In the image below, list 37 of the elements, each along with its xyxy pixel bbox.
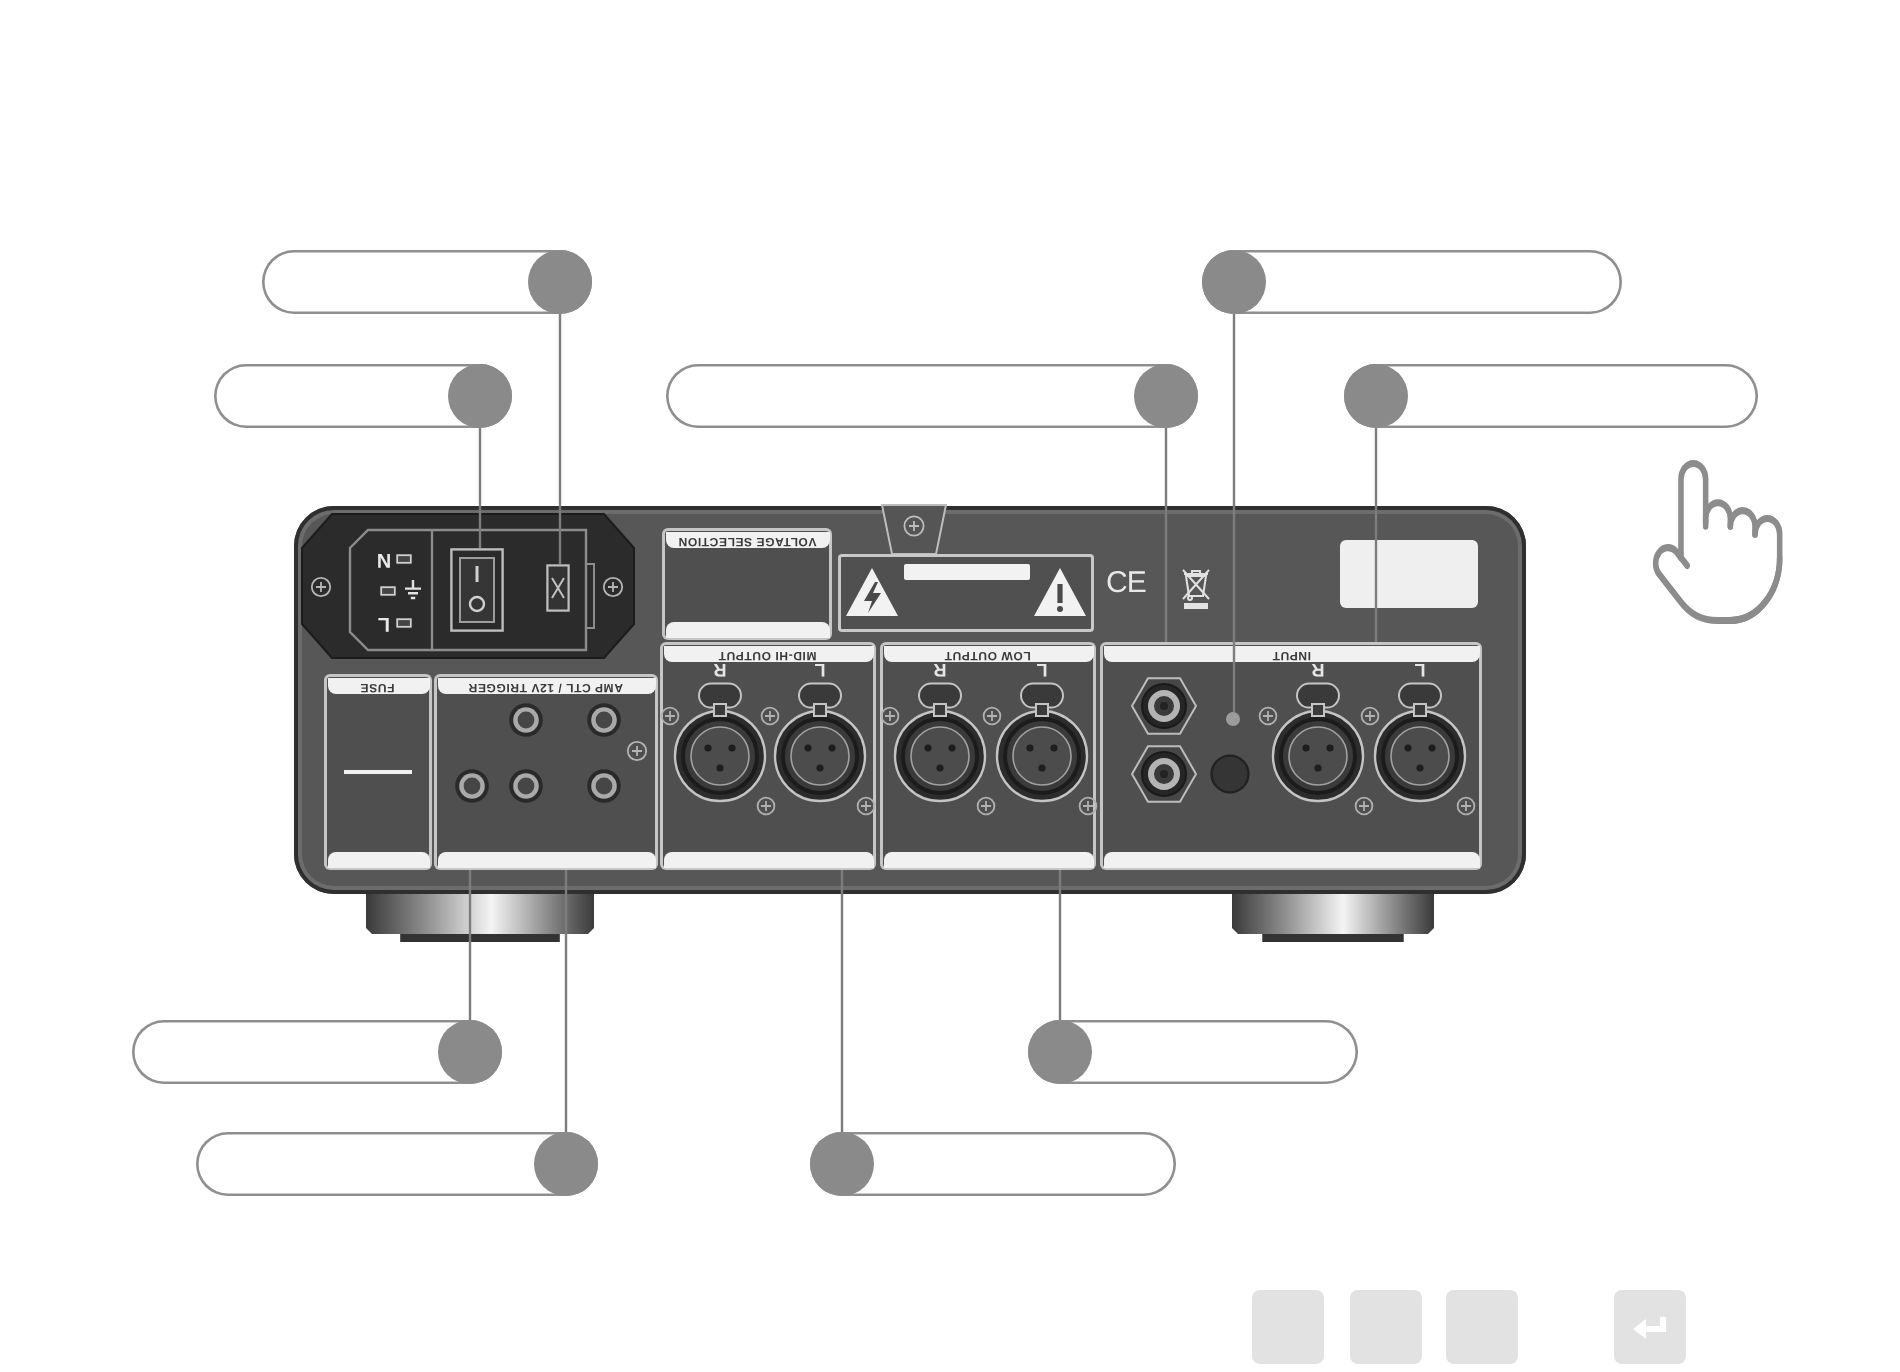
leader-line [478,428,482,548]
power-inlet [300,512,636,660]
panel-section [434,674,658,870]
panel-section [1100,642,1482,870]
rocker-switch [450,548,504,632]
panel-section [662,528,832,640]
callout-pill [1028,1020,1358,1084]
fuse-holder [546,564,570,612]
callout-pill [262,250,592,314]
callout-pill [196,1132,598,1196]
leader-line [1058,870,1062,1020]
leader-line [468,870,472,1020]
leader-line [564,870,568,1132]
panel-section [660,642,876,870]
panel-dot [1226,712,1240,726]
channel-label: R [1311,660,1325,680]
channel-label: L [1036,660,1048,680]
panel-section [880,642,1096,870]
channel-label: R [933,660,947,680]
leader-line [558,314,562,564]
callout-pill [214,364,512,428]
pin-label: N [376,548,392,568]
leader-line [1374,428,1378,642]
channel-label: L [1414,660,1426,680]
callout-pill [810,1132,1176,1196]
leader-line [1232,314,1236,712]
conformity-mark: CE [1106,568,1146,600]
callout-pill [666,364,1198,428]
callout-pill [1202,250,1622,314]
leader-line [840,870,844,1132]
pin-label: L [377,612,391,632]
panel-section [324,674,432,870]
callout-pill [1344,364,1758,428]
leader-line [1164,428,1168,642]
channel-label: L [814,660,826,680]
channel-label: R [713,660,727,680]
callout-pill [132,1020,502,1084]
